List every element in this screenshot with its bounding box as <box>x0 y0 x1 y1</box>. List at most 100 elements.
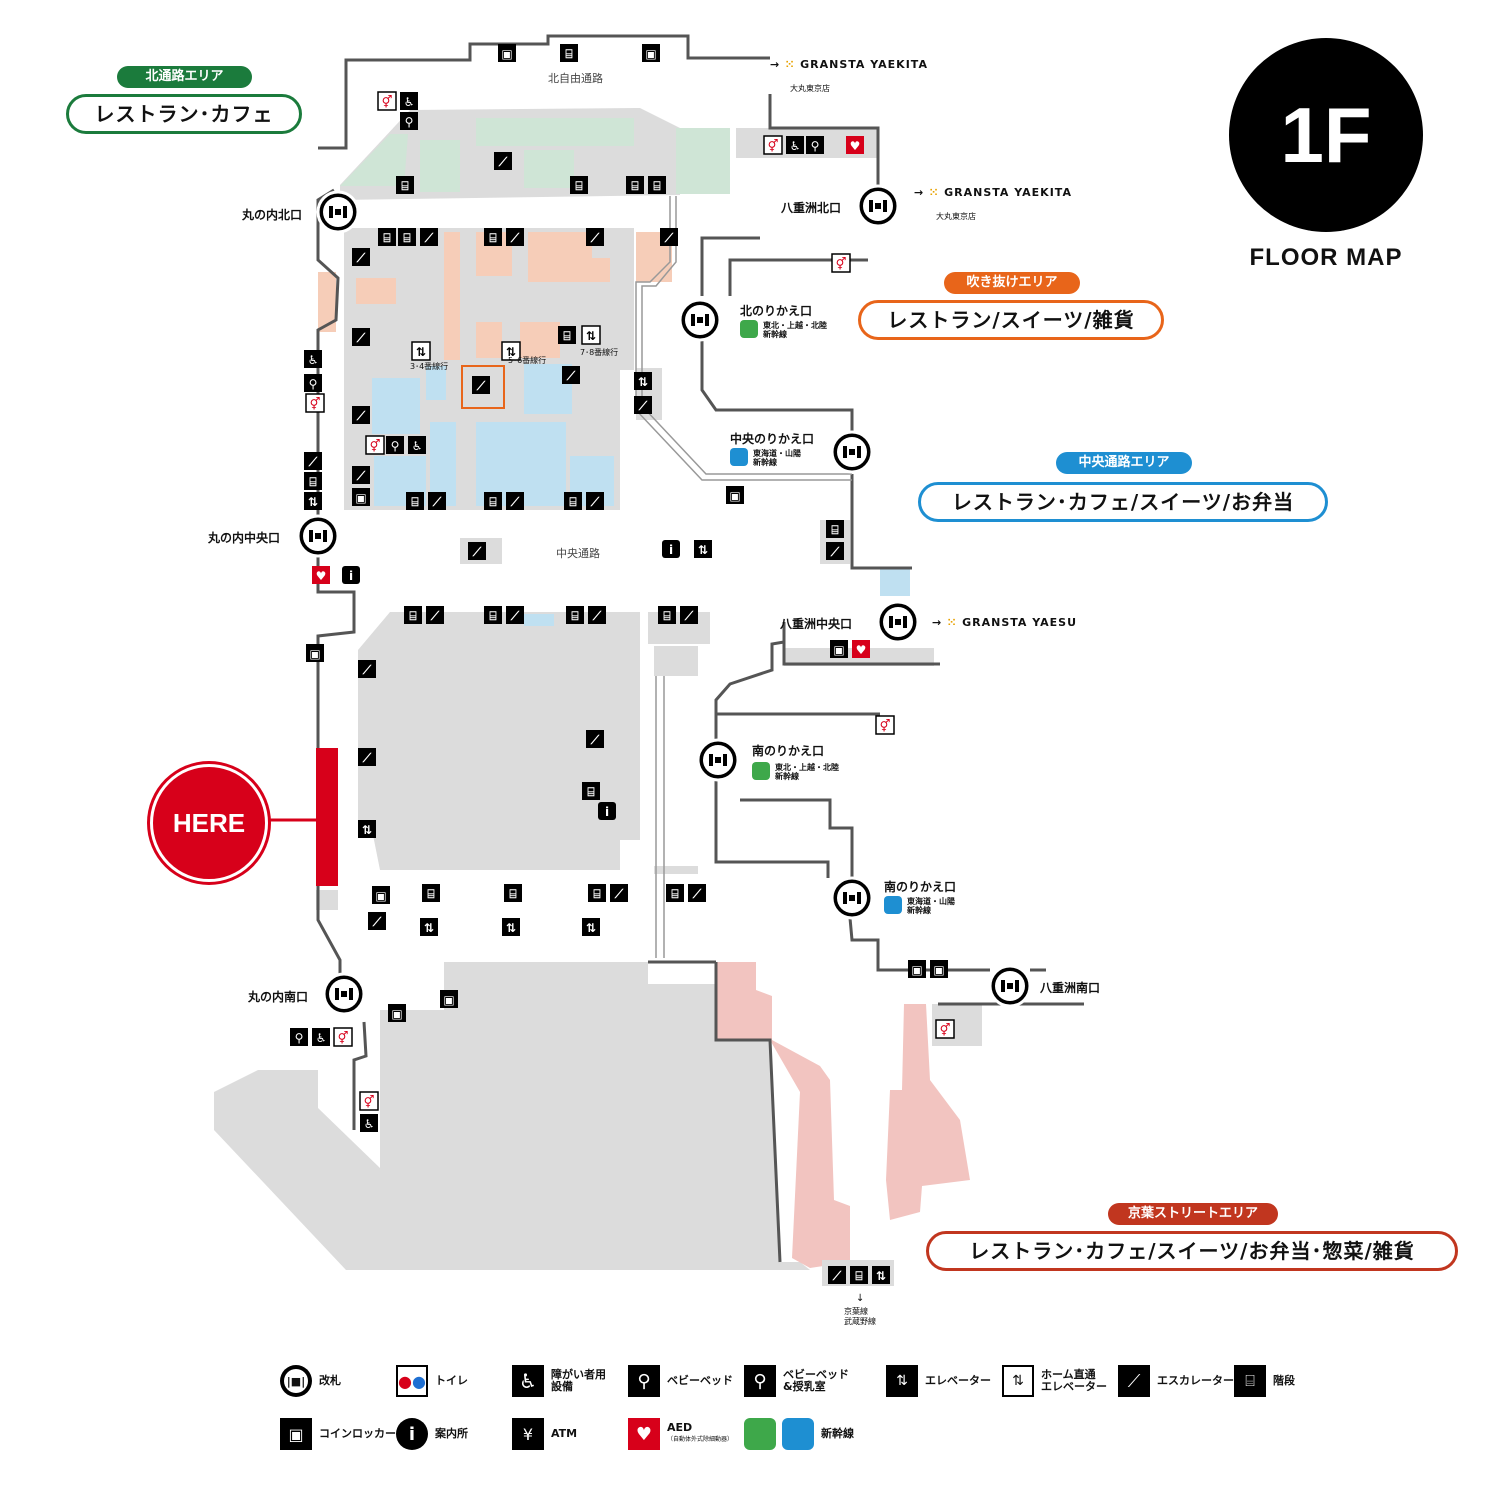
svg-text:⇅: ⇅ <box>638 375 648 389</box>
dest-daimaru-2[interactable]: 大丸東京店 <box>936 212 976 221</box>
svg-text:⌸: ⌸ <box>671 887 678 901</box>
map-symbol-l: ▣ <box>306 644 324 662</box>
svg-text:⌸: ⌸ <box>411 495 418 509</box>
gate-yaesu-central[interactable]: 八重洲中央口 <box>780 617 853 631</box>
svg-text:⚥: ⚥ <box>338 1031 349 1045</box>
map-symbol-e: ⟋ <box>426 606 444 624</box>
svg-text:⟋: ⟋ <box>356 331 366 345</box>
platform-elevator-icon: ⇅ <box>1002 1365 1034 1397</box>
map-symbol-t: ⚥ <box>365 435 385 455</box>
keiyo-area-title[interactable]: レストラン･カフェ/スイーツ/お弁当･惣菜/雑貨 <box>926 1231 1458 1271</box>
svg-text:▣: ▣ <box>309 647 320 661</box>
map-symbol-s: ⌸ <box>564 492 582 510</box>
gate-marunouchi-central[interactable]: 丸の内中央口 <box>208 531 281 545</box>
svg-text:⟋: ⟋ <box>664 231 674 245</box>
map-symbol-e: ⟋ <box>610 884 628 902</box>
svg-text:⚥: ⚥ <box>880 719 891 733</box>
atrium-shop-1 <box>444 232 460 360</box>
svg-text:⚲: ⚲ <box>405 115 414 129</box>
svg-text:⌸: ⌸ <box>663 609 670 623</box>
gate-yaesu-north[interactable]: 八重洲北口 <box>781 201 842 215</box>
south-transfer-line-1: 東北・上越・北陸新幹線 <box>775 763 839 781</box>
dest-granstayaekita-2[interactable]: → ⁙ GRANSTA YAEKITA <box>914 186 1072 199</box>
gate-south-transfer-1[interactable]: 南のりかえ口 <box>752 744 825 758</box>
atrium-shop-2 <box>356 278 396 304</box>
legend-atm: ¥ ATM <box>512 1418 577 1450</box>
gate-yaesu-south[interactable]: 八重洲南口 <box>1040 981 1101 995</box>
map-symbol-s: ⌸ <box>566 606 584 624</box>
central-area-title[interactable]: レストラン･カフェ/スイーツ/お弁当 <box>918 482 1328 522</box>
map-symbol-e: ⟋ <box>828 1266 846 1284</box>
here-marker: HERE <box>150 764 268 882</box>
map-symbol-a: ♿ <box>786 136 804 154</box>
south-transfer-line-2: 東海道・山陽新幹線 <box>907 897 955 915</box>
atrium-area-title[interactable]: レストラン/スイーツ/雑貨 <box>858 300 1164 340</box>
svg-text:⌸: ⌸ <box>427 887 434 901</box>
svg-text:⌸: ⌸ <box>653 179 660 193</box>
ticket-gate-icon: |■| <box>280 1365 312 1397</box>
svg-text:⚥: ⚥ <box>768 139 779 153</box>
svg-text:⌸: ⌸ <box>309 475 316 489</box>
map-symbol-e: ⟋ <box>688 884 706 902</box>
svg-text:▣: ▣ <box>833 643 844 657</box>
svg-text:⟋: ⟋ <box>372 915 382 929</box>
gate-central-transfer[interactable]: 中央のりかえ口 <box>730 432 815 446</box>
svg-text:▣: ▣ <box>355 491 366 505</box>
map-symbol-t: ⚥ <box>377 91 397 111</box>
elevator-icon: ⇅ <box>886 1365 918 1397</box>
dest-granstayaekita-1[interactable]: → ⁙ GRANSTA YAEKITA <box>770 58 928 71</box>
svg-text:⇅: ⇅ <box>506 345 516 359</box>
map-symbol-t: ⚥ <box>831 253 851 273</box>
atm-icon: ¥ <box>512 1418 544 1450</box>
svg-text:⚲: ⚲ <box>309 377 318 391</box>
escalator-icon: ⟋ <box>1118 1365 1150 1397</box>
svg-text:⌸: ⌸ <box>489 495 496 509</box>
svg-text:♥: ♥ <box>856 643 867 657</box>
central-shop-1 <box>372 378 420 434</box>
svg-text:⟋: ⟋ <box>424 231 434 245</box>
svg-text:♿: ♿ <box>412 439 423 453</box>
map-symbol-b: ⚲ <box>304 374 322 392</box>
svg-text:⇅: ⇅ <box>876 1269 886 1283</box>
map-symbol-v: ⇅ <box>582 918 600 936</box>
map-symbol-e: ⟋ <box>826 542 844 560</box>
svg-text:⟋: ⟋ <box>498 155 508 169</box>
map-symbol-s: ⌸ <box>850 1266 868 1284</box>
south-floor <box>358 612 640 870</box>
svg-text:⟋: ⟋ <box>432 495 442 509</box>
map-symbol-e: ⟋ <box>358 660 376 678</box>
svg-text:⇅: ⇅ <box>698 543 708 557</box>
central-passage-label: 中央通路 <box>556 547 600 560</box>
legend-toilet: ●● トイレ <box>396 1365 468 1397</box>
gate-marunouchi-north[interactable]: 丸の内北口 <box>242 208 303 222</box>
svg-text:⟋: ⟋ <box>472 545 482 559</box>
svg-text:⚥: ⚥ <box>310 397 321 411</box>
central-transfer-line: 東海道・山陽新幹線 <box>753 449 801 467</box>
map-symbol-e: ⟋ <box>634 396 652 414</box>
svg-text:⇅: ⇅ <box>586 329 596 343</box>
floor-badge: 1F <box>1229 38 1423 232</box>
toilet-icon: ●● <box>396 1365 428 1397</box>
shinkansen-blue-legend-icon <box>782 1418 814 1450</box>
svg-text:♥: ♥ <box>850 139 861 153</box>
baby-bed-icon: ⚲ <box>628 1365 660 1397</box>
map-symbol-s: ⌸ <box>378 228 396 246</box>
dest-daimaru-1[interactable]: 大丸東京店 <box>790 84 830 93</box>
map-symbol-v: ⇅ <box>420 918 438 936</box>
svg-text:♿: ♿ <box>308 353 319 367</box>
svg-text:⟋: ⟋ <box>308 455 318 469</box>
map-symbol-e: ⟋ <box>352 406 370 424</box>
svg-text:⟋: ⟋ <box>590 733 600 747</box>
north-area-title[interactable]: レストラン･カフェ <box>66 94 302 134</box>
keiyo-line-label: 京葉線 <box>844 1307 868 1316</box>
map-symbol-v: ⇅ <box>694 540 712 558</box>
north-free-passage <box>350 58 770 94</box>
dest-granstayaesu[interactable]: → ⁙ GRANSTA YAESU <box>932 616 1078 629</box>
gate-south-transfer-2[interactable]: 南のりかえ口 <box>884 880 957 894</box>
map-symbol-r: ♥ <box>852 640 870 658</box>
svg-text:⌸: ⌸ <box>489 609 496 623</box>
svg-text:⚲: ⚲ <box>391 439 400 453</box>
gate-north-transfer[interactable]: 北のりかえ口 <box>740 304 813 318</box>
map-symbol-s: ⌸ <box>396 176 414 194</box>
gate-marunouchi-south[interactable]: 丸の内南口 <box>248 990 309 1004</box>
